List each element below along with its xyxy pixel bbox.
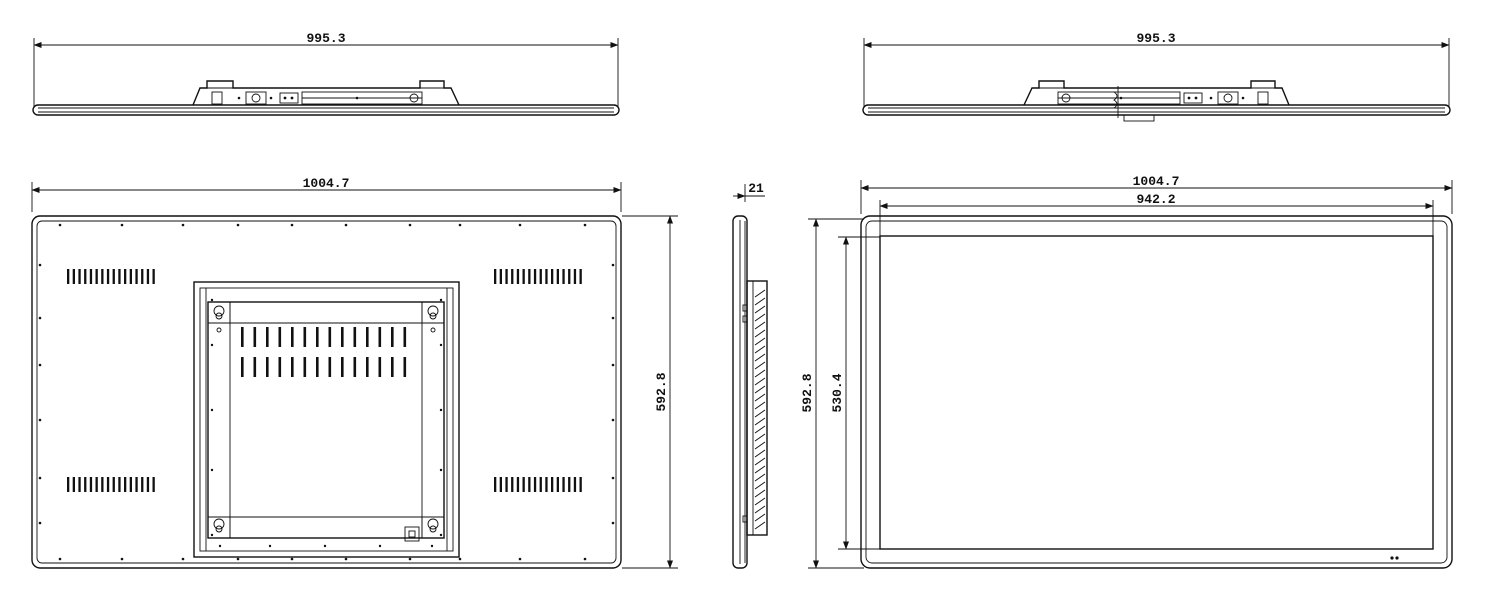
front-view: 1004.7 942.2 592.8 530.4 xyxy=(800,174,1453,569)
side-bracket-hatching xyxy=(754,289,766,530)
rear-width-label: 1004.7 xyxy=(303,176,350,191)
ir-sensor-icon xyxy=(1395,556,1399,560)
vesa-plate-slots xyxy=(241,327,407,377)
vesa-plate-screws xyxy=(210,298,443,548)
front-outer-width-label: 1004.7 xyxy=(1133,174,1180,189)
top-right-width-label: 995.3 xyxy=(1136,31,1175,46)
vesa-corner-hole xyxy=(421,301,445,324)
rear-vent-slots xyxy=(67,269,582,492)
rear-view: 1004.7 592.8 xyxy=(31,176,678,569)
front-active-width-label: 942.2 xyxy=(1136,192,1175,207)
indicator-led-icon xyxy=(1390,556,1394,560)
top-left-width-label: 995.3 xyxy=(306,31,345,46)
top-view-left: 995.3 xyxy=(32,31,620,116)
rear-height-label: 592.8 xyxy=(654,372,669,411)
rear-perimeter-screws xyxy=(38,223,615,561)
vesa-corner-hole xyxy=(207,301,231,324)
front-outer-height-label: 592.8 xyxy=(800,373,815,412)
side-view: 21 xyxy=(732,181,768,569)
side-depth-label: 21 xyxy=(748,181,764,196)
vesa-corner-hole xyxy=(207,516,231,539)
vesa-corner-hole xyxy=(421,516,445,539)
top-view-right: 995.3 xyxy=(862,31,1451,122)
active-display-area xyxy=(879,235,1434,550)
vesa-mount-plate xyxy=(193,281,460,558)
front-active-height-label: 530.4 xyxy=(830,373,845,412)
